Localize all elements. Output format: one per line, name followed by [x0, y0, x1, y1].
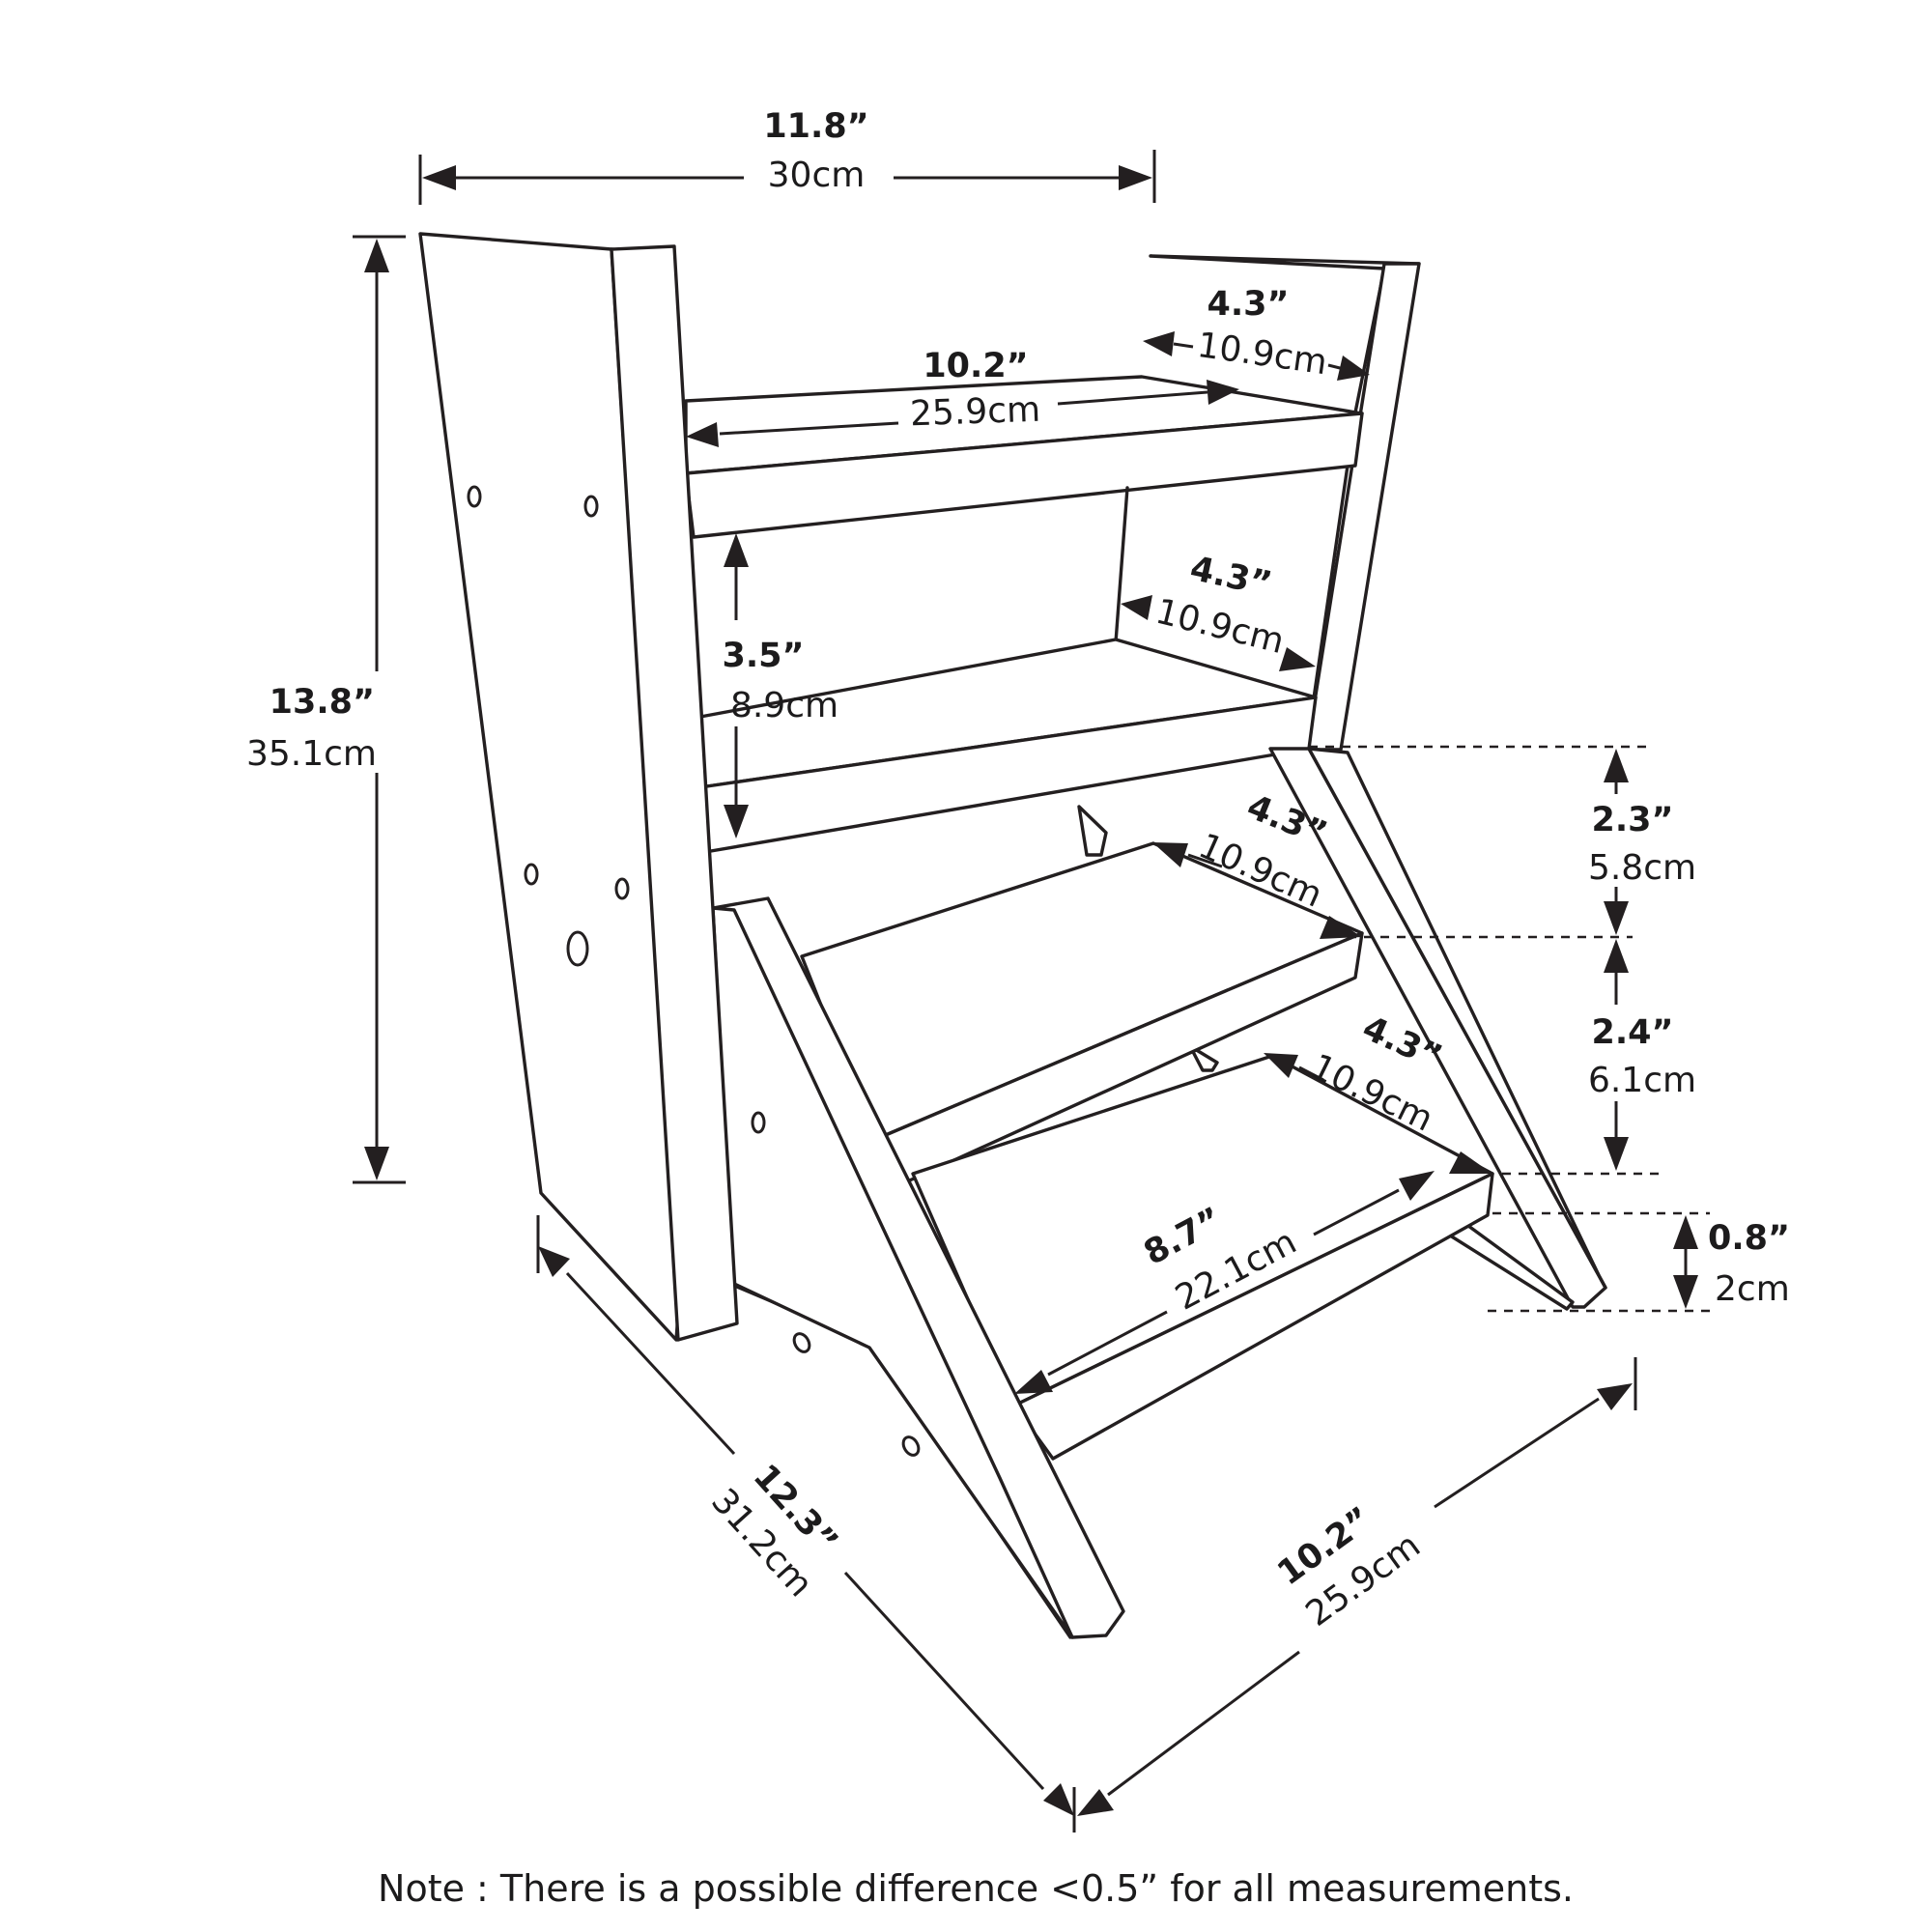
- arrow-head: [724, 805, 749, 838]
- arrow-head: [1604, 939, 1629, 973]
- overall-height-in: 13.8”: [270, 683, 375, 722]
- arrow-head: [1337, 355, 1370, 381]
- front-right-leg: [1268, 747, 1607, 1309]
- top-shelf-depth-cm: 10.9cm: [1195, 326, 1329, 383]
- arrow-head: [1597, 1383, 1633, 1410]
- arrow-head: [364, 1147, 389, 1180]
- arrow-head: [422, 165, 456, 190]
- overall-width-in: 11.8”: [763, 107, 868, 146]
- left-side-panel-edge: [610, 244, 739, 1342]
- brace-under-middle: [1077, 805, 1108, 857]
- top-shelf-depth-in: 4.3”: [1207, 285, 1289, 324]
- arrow-head: [1449, 1151, 1492, 1174]
- screw-hole: [467, 485, 482, 508]
- arrow-head: [1143, 331, 1175, 356]
- arrow-head: [1077, 1789, 1114, 1816]
- arrow-head: [686, 422, 719, 447]
- overall-width-cm: 30cm: [768, 156, 866, 195]
- rise-lower-cm: 6.1cm: [1588, 1061, 1696, 1100]
- arrow-head: [1399, 1171, 1435, 1201]
- measurement-note: Note : There is a possible difference <0…: [378, 1867, 1574, 1910]
- overall-height-cm: 35.1cm: [246, 734, 377, 774]
- brace-under-step: [1188, 1044, 1219, 1072]
- screw-hole: [614, 877, 630, 900]
- screw-hole: [566, 930, 589, 967]
- dimension-lines: [353, 150, 1710, 1833]
- arrow-head: [1279, 647, 1316, 671]
- arrow-head: [1604, 901, 1629, 935]
- screw-hole: [583, 495, 599, 518]
- arrow-head: [1043, 1783, 1074, 1816]
- shelf-gap-cm: 8.9cm: [730, 686, 838, 725]
- screw-hole: [792, 1332, 811, 1353]
- rise-upper-cm: 5.8cm: [1588, 848, 1696, 888]
- arrow-head: [1014, 1370, 1053, 1394]
- step-stool-drawing: [418, 232, 1607, 1639]
- arrow-head: [1152, 842, 1188, 867]
- arrow-head: [364, 239, 389, 272]
- arrow-head: [724, 533, 749, 567]
- back-brace: [1114, 486, 1129, 644]
- arrow-head: [1264, 1053, 1298, 1078]
- arrow-head: [1320, 916, 1362, 939]
- screw-hole: [901, 1435, 921, 1457]
- arrow-head: [1673, 1215, 1698, 1249]
- shelf-gap-in: 3.5”: [722, 637, 804, 675]
- top-shelf-length-in: 10.2”: [923, 347, 1028, 385]
- arrow-head: [1673, 1275, 1698, 1309]
- rise-lower-in: 2.4”: [1591, 1013, 1673, 1052]
- arrow-head: [1119, 165, 1152, 190]
- arrow-head: [1604, 1137, 1629, 1171]
- rise-upper-in: 2.3”: [1591, 801, 1673, 839]
- shelf2-depth-in: 4.3”: [1187, 550, 1275, 605]
- front-right-leg-face: [1307, 747, 1607, 1290]
- foot-height-cm: 2cm: [1715, 1269, 1790, 1309]
- arrow-head: [1207, 380, 1239, 405]
- screw-hole: [751, 1111, 766, 1134]
- back-right-upright-front: [1305, 262, 1421, 752]
- arrow-head: [1121, 595, 1152, 620]
- arrow-head: [1604, 749, 1629, 782]
- arrow-head: [538, 1246, 570, 1277]
- foot-height-in: 0.8”: [1708, 1219, 1790, 1258]
- screw-hole: [524, 863, 539, 886]
- top-shelf-length-cm: 25.9cm: [909, 390, 1040, 435]
